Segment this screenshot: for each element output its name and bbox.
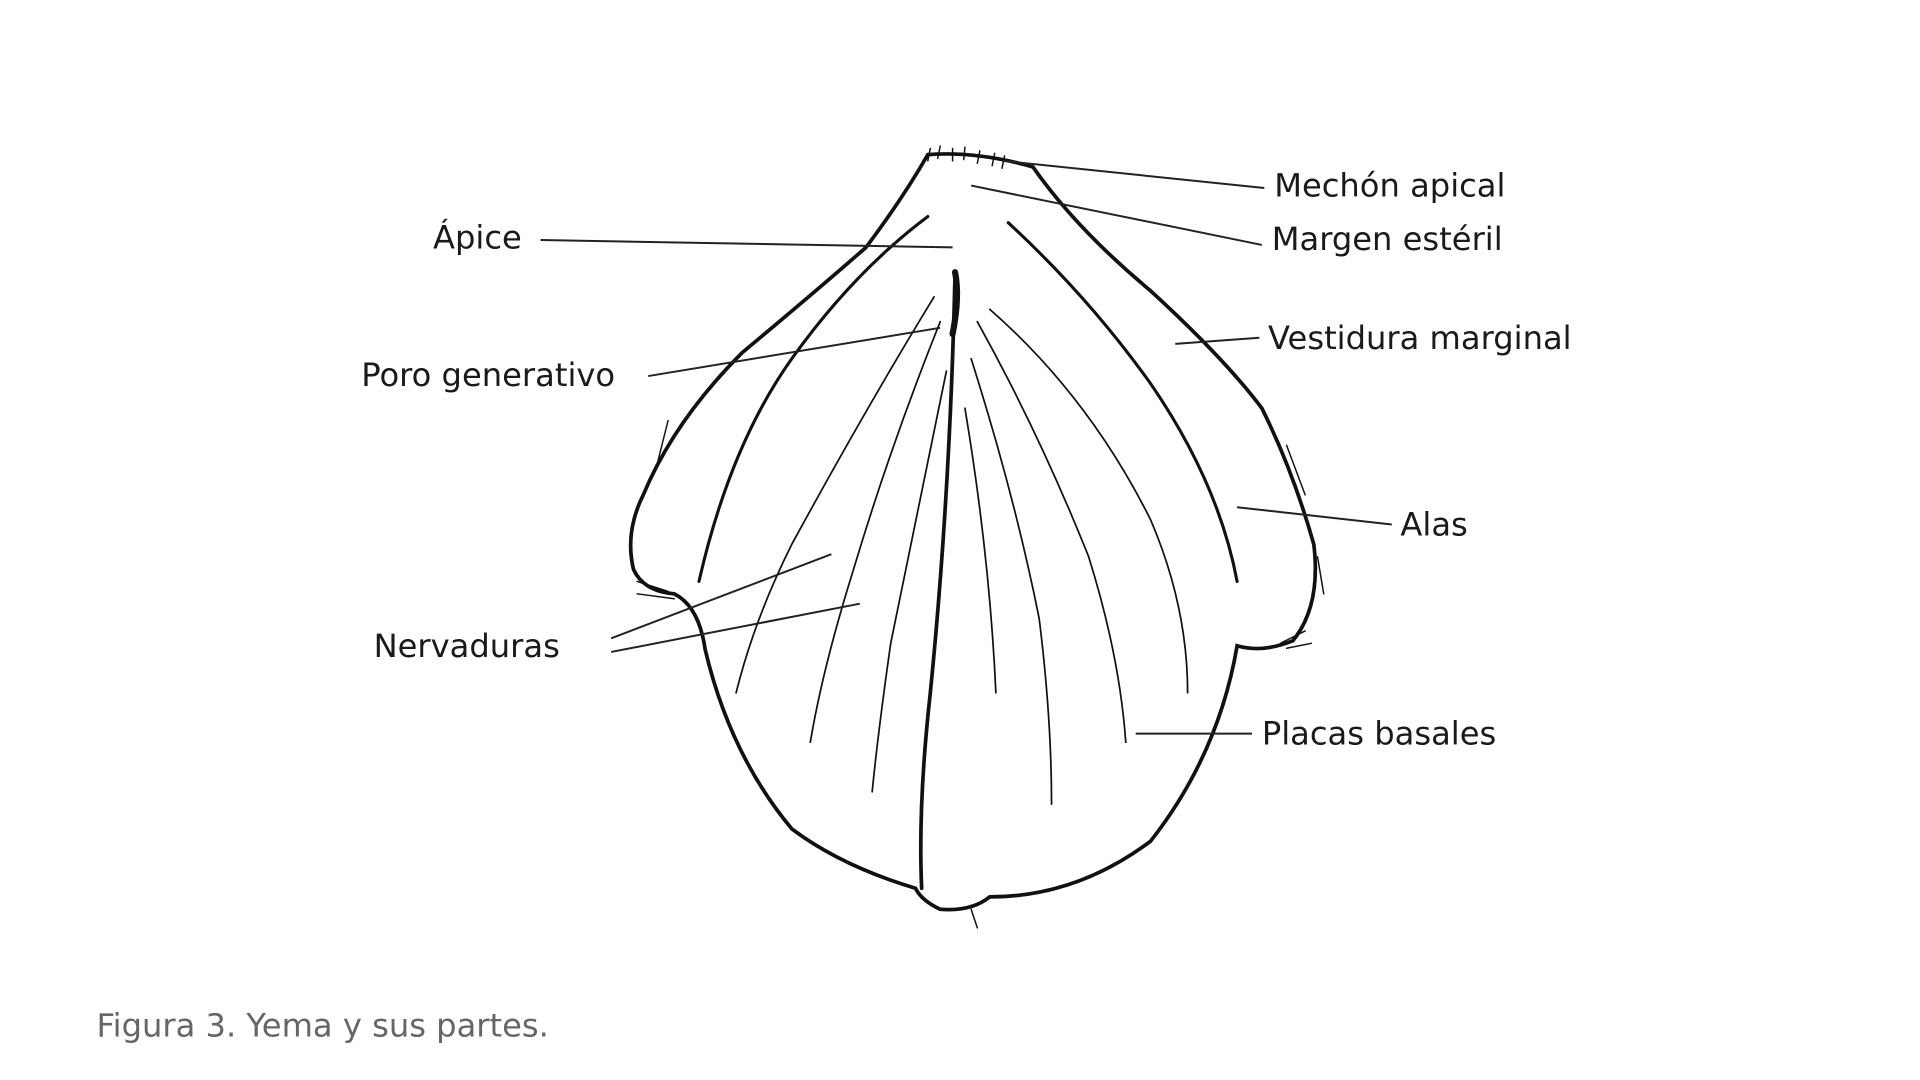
svg-text:Vestidura marginal: Vestidura marginal: [1268, 319, 1572, 357]
hairs: [636, 145, 1325, 929]
svg-text:Ápice: Ápice: [433, 219, 522, 257]
label-apice: Ápice: [433, 219, 953, 257]
central-ridge: [918, 270, 957, 891]
label-vestidura-marginal: Vestidura marginal: [1175, 319, 1572, 357]
poro-generativo-mark: [949, 269, 961, 338]
svg-text:Placas basales: Placas basales: [1262, 715, 1496, 753]
label-margen-esteril: Margen estéril: [970, 184, 1503, 258]
svg-text:Alas: Alas: [1400, 506, 1467, 544]
wing-right-inner: [1006, 221, 1239, 583]
label-nervaduras: Nervaduras: [374, 553, 860, 665]
veins: [735, 296, 1189, 805]
label-placas-basales: Placas basales: [1135, 715, 1496, 753]
label-poro-generativo: Poro generativo: [361, 326, 941, 394]
label-alas: Alas: [1237, 506, 1468, 544]
svg-text:Margen estéril: Margen estéril: [1272, 220, 1503, 258]
svg-text:Poro generativo: Poro generativo: [361, 356, 615, 394]
label-mechon-apical: Mechón apical: [1001, 159, 1505, 205]
bud-illustration: [628, 145, 1325, 929]
wing-left-inner: [697, 214, 930, 583]
bud-outline: [628, 152, 1318, 912]
svg-text:Mechón apical: Mechón apical: [1274, 167, 1505, 205]
svg-text:Nervaduras: Nervaduras: [374, 627, 560, 665]
figure-caption: Figura 3. Yema y sus partes.: [96, 1007, 548, 1045]
